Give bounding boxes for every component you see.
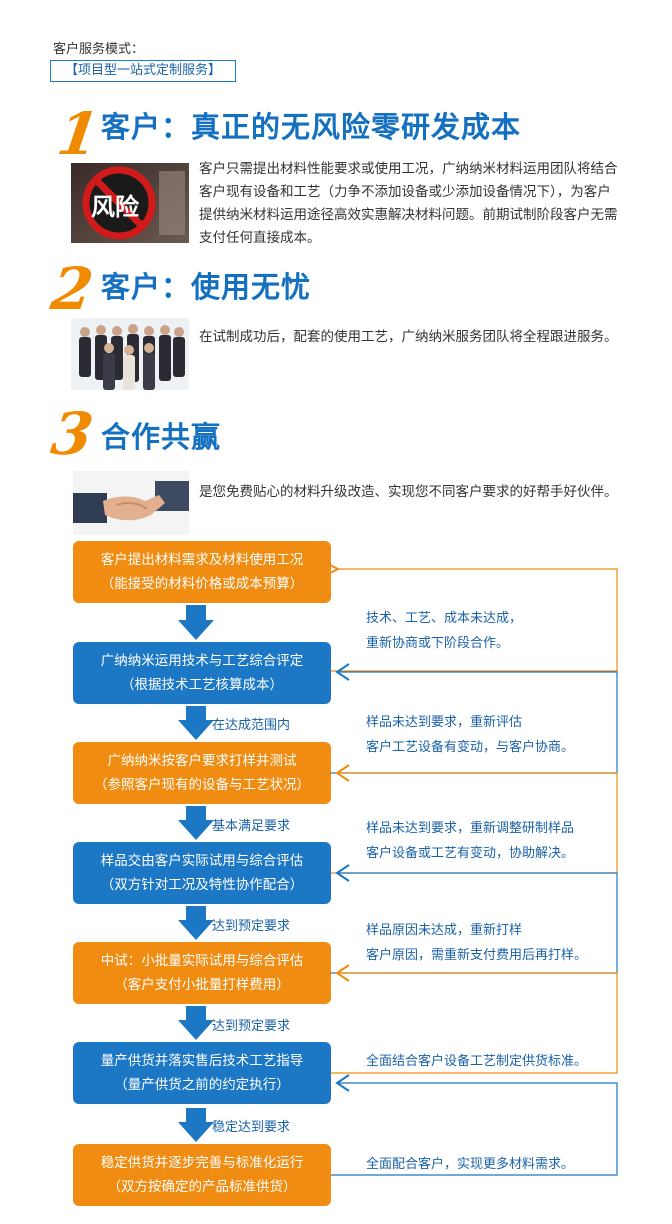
risk-photo: 风险 [71, 163, 189, 243]
feedback-note-6: 全面配合客户，实现更多材料需求。 [366, 1152, 574, 1177]
feedback-note-3-line1: 样品未达到要求，重新调整研制样品 [366, 821, 575, 836]
section-2-text: 在试制成功后，配套的使用工艺，广纳纳米服务团队将全程跟进服务。 [199, 329, 618, 345]
flow-step-1-line1: 客户提出材料需求及材料使用工况 [100, 552, 304, 568]
arrow-label-6: 稳定达到要求 [212, 1120, 291, 1135]
feedback-note-6-line1: 全面配合客户，实现更多材料需求。 [366, 1157, 575, 1172]
arrow-label-4: 达到预定要求 [212, 919, 291, 934]
feedback-arrowhead-3 [335, 764, 350, 782]
intro-label: 客户服务模式： [53, 42, 145, 57]
feedback-note-5-line1: 全面结合客户设备工艺制定供货标准。 [366, 1054, 588, 1069]
feedback-arrowhead-6 [335, 1074, 350, 1092]
flow-step-4: 样品交由客户实际试用与综合评估 （双方针对工况及特性协作配合） [73, 842, 331, 904]
down-arrow-2 [178, 706, 214, 740]
flow-step-7: 稳定供货并逐步完善与标准化运行 （双方按确定的产品标准供货） [73, 1144, 331, 1206]
feedback-line-5 [331, 972, 618, 1074]
handshake-icon [73, 471, 189, 535]
feedback-arrowhead-5 [335, 964, 350, 982]
down-arrow-3 [178, 806, 214, 840]
flow-step-3: 广纳纳米按客户要求打样并测试 （参照客户现有的设备与工艺状况） [73, 742, 331, 804]
flow-step-6-line2: （量产供货之前的约定执行） [114, 1077, 290, 1093]
feedback-note-4: 样品原因未达成，重新打样 客户原因，需重新支付费用后再打样。 [366, 918, 587, 968]
risk-sign-icon [71, 163, 189, 243]
handshake-photo [73, 471, 189, 535]
section-2-title: 客户：使用无忧 [101, 270, 312, 304]
flow-step-5-line2: （客户支付小批量打样费用） [114, 977, 290, 993]
feedback-note-4-line1: 样品原因未达成，重新打样 [366, 923, 523, 938]
flow-step-2-line1: 广纳纳米运用技术与工艺综合评定 [100, 653, 304, 669]
flow-step-4-line1: 样品交由客户实际试用与综合评估 [100, 853, 304, 869]
team-photo [71, 318, 189, 390]
section-3-text: 是您免费贴心的材料升级改造、实现您不同客户要求的好帮手好伙伴。 [199, 484, 618, 500]
flow-step-4-line2: （双方针对工况及特性协作配合） [100, 877, 304, 893]
feedback-note-5: 全面结合客户设备工艺制定供货标准。 [366, 1049, 587, 1074]
flow-step-5-line1: 中试：小批量实际试用与综合评估 [100, 953, 304, 969]
down-arrow-5 [178, 1006, 214, 1040]
flow-step-3-line1: 广纳纳米按客户要求打样并测试 [107, 753, 297, 769]
down-arrow-4 [178, 906, 214, 940]
feedback-arrowhead-2 [335, 663, 350, 681]
arrow-label-5: 达到预定要求 [212, 1019, 291, 1034]
flow-step-5: 中试：小批量实际试用与综合评估 （客户支付小批量打样费用） [73, 942, 331, 1004]
section-1-text: 客户只需提出材料性能要求或使用工况，广纳纳米材料运用团队将结合客户现有设备和工艺… [199, 161, 618, 246]
feedback-arrowhead-4 [335, 864, 350, 882]
flow-step-6-line1: 量产供货并落实售后技术工艺指导 [100, 1053, 304, 1069]
flow-step-2-line2: （根据技术工艺核算成本） [121, 677, 283, 693]
flow-step-1-line2: （能接受的材料价格或成本预算） [100, 576, 304, 592]
team-people-icon [71, 318, 189, 390]
flow-step-2: 广纳纳米运用技术与工艺综合评定 （根据技术工艺核算成本） [73, 642, 331, 704]
feedback-note-4-line2: 客户原因，需重新支付费用后再打样。 [366, 948, 588, 963]
feedback-note-3-line2: 客户设备或工艺有变动，协助解决。 [366, 846, 575, 861]
feedback-line-6 [331, 1082, 618, 1176]
feedback-note-2-line1: 样品未达到要求，重新评估 [366, 715, 523, 730]
arrow-label-2: 在达成范围内 [212, 718, 291, 733]
feedback-note-1-line2: 重新协商或下阶段合作。 [366, 636, 510, 651]
down-arrow-1 [178, 605, 214, 640]
flow-step-7-line2: （双方按确定的产品标准供货） [107, 1179, 297, 1195]
feedback-note-1-line1: 技术、工艺、成本未达成， [366, 611, 523, 626]
service-mode-tag: 【项目型一站式定制服务】 [50, 60, 236, 82]
flow-step-6: 量产供货并落实售后技术工艺指导 （量产供货之前的约定执行） [73, 1042, 331, 1104]
feedback-line-1 [331, 569, 618, 672]
section-1-title: 客户：真正的无风险零研发成本 [101, 110, 522, 144]
section-3-title: 合作共赢 [101, 420, 222, 454]
feedback-note-1: 技术、工艺、成本未达成， 重新协商或下阶段合作。 [366, 606, 522, 656]
feedback-note-2: 样品未达到要求，重新评估 客户工艺设备有变动，与客户协商。 [366, 710, 574, 760]
flow-step-3-line2: （参照客户现有的设备与工艺状况） [94, 777, 310, 793]
feedback-note-2-line2: 客户工艺设备有变动，与客户协商。 [366, 740, 575, 755]
arrow-label-3: 基本满足要求 [212, 819, 291, 834]
feedback-note-3: 样品未达到要求，重新调整研制样品 客户设备或工艺有变动，协助解决。 [366, 816, 574, 866]
risk-photo-text: 风险 [91, 193, 139, 221]
flow-step-7-line1: 稳定供货并逐步完善与标准化运行 [100, 1155, 304, 1171]
flow-step-1: 客户提出材料需求及材料使用工况 （能接受的材料价格或成本预算） [73, 541, 331, 603]
down-arrow-6 [178, 1108, 214, 1142]
